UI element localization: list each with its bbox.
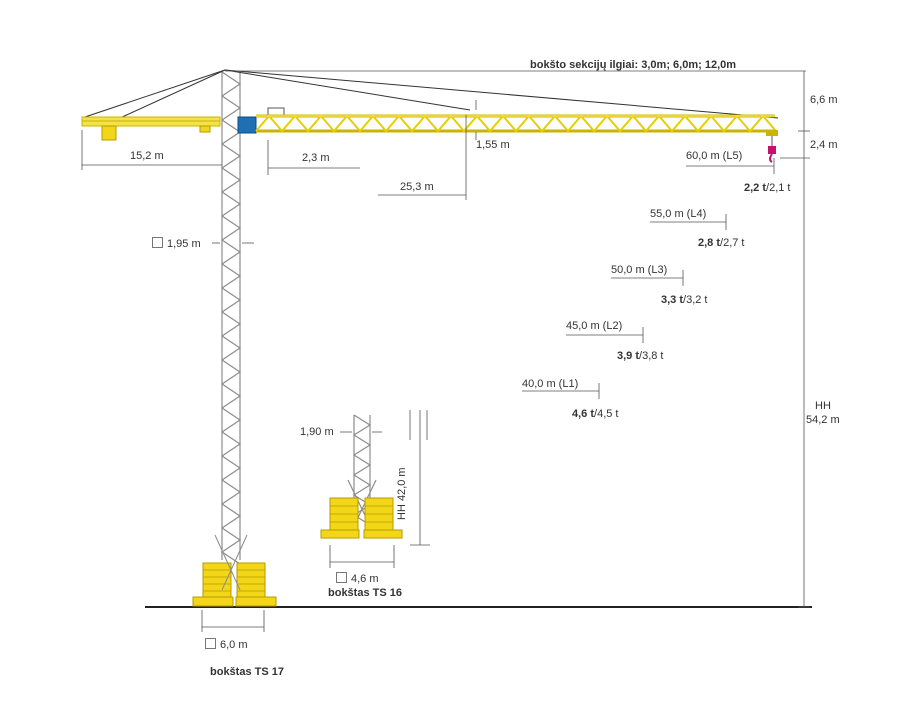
load-radius-l4: 55,0 m (L4) (650, 208, 707, 220)
dim-top-height: 6,6 m (810, 94, 838, 106)
dim-hook-height: 2,4 m (810, 139, 838, 151)
load-radius-l3: 50,0 m (L3) (611, 264, 668, 276)
dim-jib-depth: 1,55 m (476, 139, 510, 151)
load-value-l1: 4,6 t/4,5 t (572, 408, 619, 420)
square-icon (205, 638, 216, 649)
square-icon (152, 237, 163, 248)
dim-tower-width-ts16: 1,90 m (300, 426, 334, 438)
dim-counter-jib: 15,2 m (130, 150, 164, 162)
ts16-ballast (320, 497, 403, 539)
load-value-l5: 2,2 t/2,1 t (744, 182, 791, 194)
apex-stays (81, 69, 779, 119)
load-curve-lines (522, 158, 775, 399)
load-value-l2: 3,9 t/3,8 t (617, 350, 664, 362)
dim-base-ts16: 4,6 m (336, 572, 379, 586)
dim-mid-point: 25,3 m (400, 181, 434, 193)
load-radius-l5: 60,0 m (L5) (686, 150, 743, 162)
load-radius-l2: 45,0 m (L2) (566, 320, 623, 332)
dim-tower-width-ts17: 1,95 m (152, 237, 201, 251)
tower-sections-label: bokšto sekcijų ilgiai: 3,0m; 6,0m; 12,0m (530, 59, 737, 71)
ts17-tower (220, 71, 242, 565)
load-radius-l1: 40,0 m (L1) (522, 378, 579, 390)
main-jib (255, 114, 777, 133)
load-value-l3: 3,3 t/3,2 t (661, 294, 708, 306)
dim-total-height: 54,2 m (806, 414, 840, 426)
dim-ts16-height: HH 42,0 m (396, 467, 408, 520)
dimension-lines (81, 70, 810, 632)
dim-hh-label: HH (815, 400, 831, 412)
load-value-l4: 2,8 t/2,7 t (698, 237, 745, 249)
square-icon (336, 572, 347, 583)
dim-jib-offset: 2,3 m (302, 152, 330, 164)
dim-base-ts17: 6,0 m (205, 638, 248, 652)
hook-block (766, 130, 778, 163)
tower-ts16-label: bokštas TS 16 (328, 587, 402, 599)
tower-ts17-label: bokštas TS 17 (210, 666, 284, 678)
ts17-ballast (192, 534, 277, 607)
counter-jib (81, 116, 221, 141)
operator-cab (237, 116, 257, 134)
